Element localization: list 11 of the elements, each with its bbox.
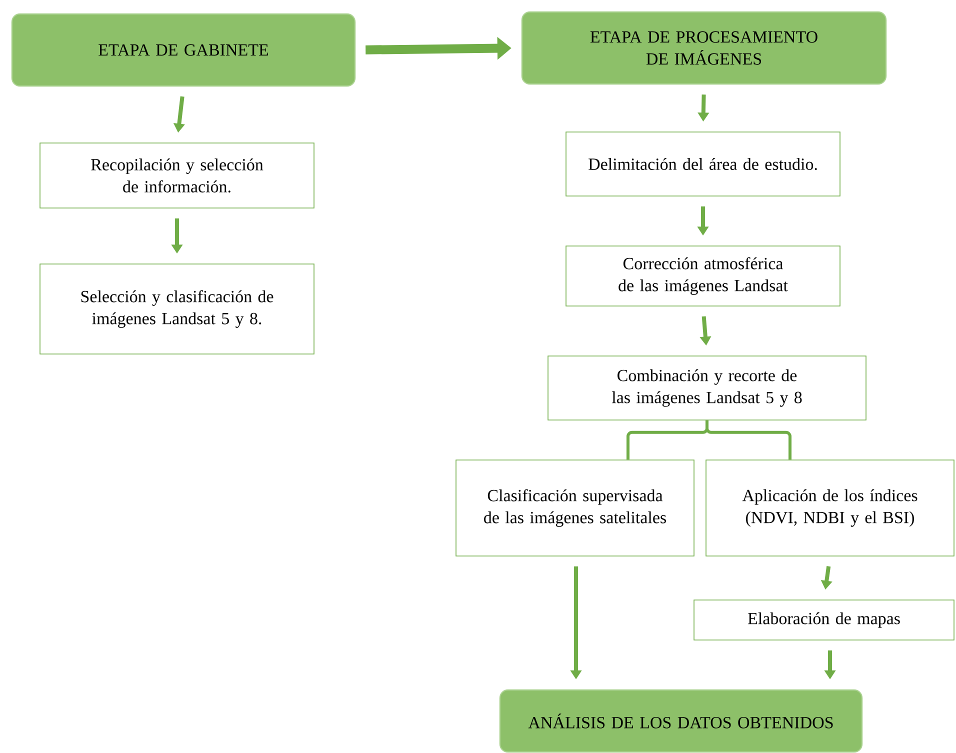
stage-box: ETAPA DE PROCESAMIENTO DE IMÁGENES (521, 11, 887, 85)
process-box: Delimitación del área de estudio. (566, 132, 840, 196)
stage-box: ANÁLISIS DE LOS DATOS OBTENIDOS (499, 689, 863, 753)
process-box: Aplicación de los índices (NDVI, NDBI y el BSI) (706, 460, 954, 556)
process-box: Selección y clasificación de imágenes Landsat 5 y 8. (40, 264, 314, 354)
process-box: Clasificación supervisada de las imágenes satelitales (456, 460, 694, 556)
process-box: Combinación y recorte de las imágenes Landsat 5 y 8 (548, 356, 866, 420)
process-box: Recopilación y selección de información. (40, 142, 314, 208)
process-box: Elaboración de mapas (694, 600, 954, 640)
process-box: Corrección atmosférica de las imágenes Landsat (566, 246, 840, 306)
stage-box: ETAPA DE GABINETE (11, 13, 356, 87)
